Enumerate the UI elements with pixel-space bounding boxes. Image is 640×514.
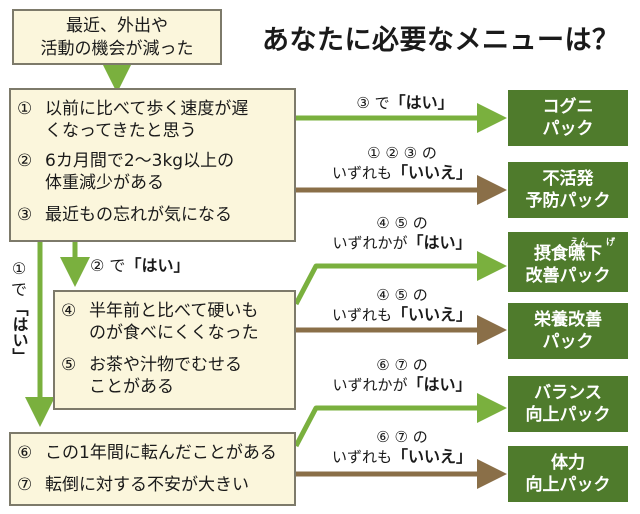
question-2: ② 6カ月間で2～3kg以上の体重減少がある [17,150,234,194]
start-box: 最近、外出や 活動の機会が減った [12,9,222,65]
edge-label-strength: ⑥ ⑦ の いずれも「いいえ」 [322,428,482,467]
question-text: この1年間に転んだことがある [45,443,277,463]
branch-label-answer: 「はい」 [125,256,190,275]
question-text: 最近もの忘れが気になる [45,205,232,225]
question-num: ① [17,99,33,119]
edge-label-text: いずれかが [332,234,408,252]
branch-label-a-to-c: ① で 「はい」 [8,258,30,364]
question-text: 以前に比べて歩く速度が遅 [45,99,249,119]
question-text: のが食べにくくなった [89,323,259,343]
pack-nutrition: 栄養改善 パック [508,303,628,359]
question-text: ことがある [89,377,174,397]
pack-name: 体力 [551,453,585,473]
start-text-line2: 活動の機会が減った [40,39,194,59]
question-num: ④ [61,301,77,321]
pack-name: 栄養改善 [534,310,602,330]
branch-label-num: ① [11,259,27,278]
question-text: 半年前と比べて硬いも [89,301,259,321]
pack-name: 向上パック [525,475,611,495]
question-text: 転倒に対する不安が大きい [45,475,249,495]
edge-label-swallow: ④ ⑤ の いずれかが「はい」 [322,214,482,253]
branch-label-text: ② で [90,256,126,275]
pack-cogni: コグニ パック [508,90,628,146]
pack-name: コグニ [542,97,594,117]
pack-name: パック [542,119,594,139]
question-num: ② [17,151,33,171]
edge-label-text: ④ ⑤ の [376,214,428,232]
pack-name: 改善パック [525,266,611,286]
question-4: ④ 半年前と比べて硬いものが食べにくくなった [61,300,259,344]
page-title: あなたに必要なメニューは？ [262,25,620,56]
edge-label-answer: 「はい」 [407,233,472,252]
pack-name: 向上パック [525,405,611,425]
question-num: ⑦ [17,475,33,495]
branch-label-a-to-b: ② で「はい」 [90,256,189,275]
question-3: ③ 最近もの忘れが気になる [17,204,232,226]
branch-label-answer: 「はい」 [9,300,29,364]
edge-label-text: いずれも [331,448,392,466]
edge-label-text: いずれも [331,164,392,182]
pack-swallowing: えん げ 摂食嚥下 改善パック [508,232,628,292]
edge-label-text: ① ② ③ の [367,144,437,162]
question-text: 6カ月間で2～3kg以上の [45,151,235,171]
pack-balance: バランス 向上パック [508,376,628,432]
question-num: ③ [17,205,33,225]
question-num: ⑥ [17,443,33,463]
pack-strength: 体力 向上パック [508,446,628,502]
edge-label-balance: ⑥ ⑦ の いずれかが「はい」 [322,356,482,395]
start-text-line1: 最近、外出や [66,16,168,36]
question-group-a: ① 以前に比べて歩く速度が遅くなってきたと思う ② 6カ月間で2～3kg以上の体重減… [9,88,296,242]
edge-label-cogni: ③ で「はい」 [340,93,470,113]
edge-label-answer: 「はい」 [389,93,454,112]
question-7: ⑦ 転倒に対する不安が大きい [17,474,249,496]
pack-ruby: えん [570,238,589,248]
edge-label-answer: 「はい」 [407,375,472,394]
edge-label-text: ⑥ ⑦ の [376,356,428,374]
edge-label-text: ⑥ ⑦ の [376,428,428,446]
edge-label-answer: 「いいえ」 [392,305,473,324]
question-6: ⑥ この1年間に転んだことがある [17,442,277,464]
edge-label-answer: 「いいえ」 [392,447,473,466]
arrow-c-to-balance [293,393,507,448]
edge-label-text: いずれかが [332,376,408,394]
question-text: お茶や汁物でむせる [89,355,242,375]
question-text: 体重減少がある [45,173,164,193]
question-5: ⑤ お茶や汁物でむせることがある [61,354,242,398]
branch-label-text: で [10,280,27,299]
pack-inactivity-prevention: 不活発 予防パック [508,162,628,218]
edge-label-inactivity: ① ② ③ の いずれも「いいえ」 [322,144,482,183]
question-group-c: ⑥ この1年間に転んだことがある ⑦ 転倒に対する不安が大きい [9,432,296,506]
question-1: ① 以前に比べて歩く速度が遅くなってきたと思う [17,98,248,142]
pack-name: バランス [534,383,602,403]
pack-name: 予防パック [525,191,611,211]
question-num: ⑤ [61,355,77,375]
pack-name: パック [542,332,594,352]
question-group-b: ④ 半年前と比べて硬いものが食べにくくなった ⑤ お茶や汁物でむせることがある [53,290,296,410]
pack-name: 摂食嚥下 [534,244,602,264]
edge-label-text: いずれも [331,306,392,324]
question-text: くなってきたと思う [45,121,197,141]
pack-name: 不活発 [542,169,594,189]
edge-label-answer: 「いいえ」 [392,163,473,182]
edge-label-nutrition: ④ ⑤ の いずれも「いいえ」 [322,286,482,325]
pack-ruby: げ [606,238,616,248]
arrow-b-to-swallow [293,251,507,306]
edge-label-text: ④ ⑤ の [376,286,428,304]
edge-label-text: ③ で [356,94,390,112]
